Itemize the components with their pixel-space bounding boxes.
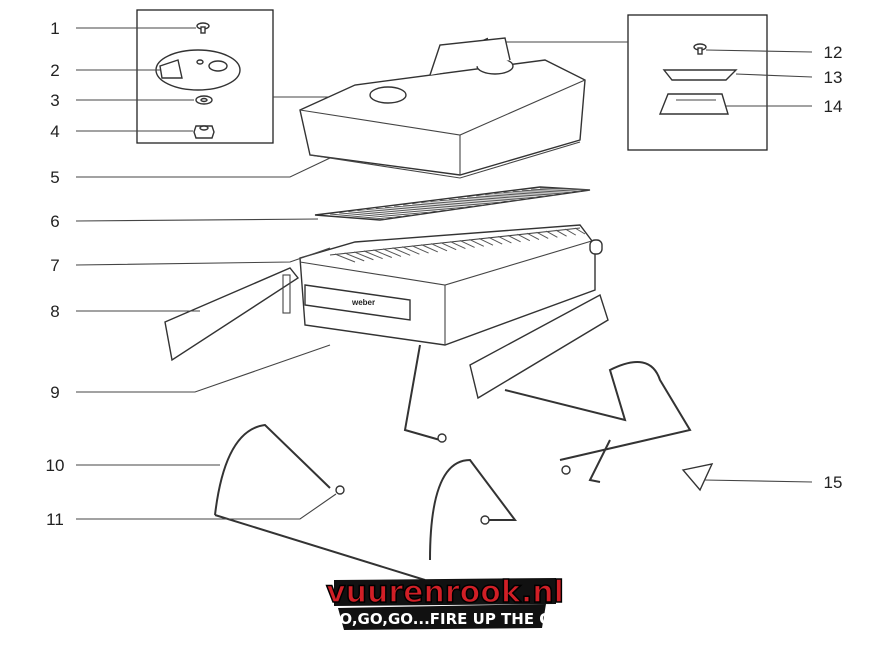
charcoal-grate-bar [363,250,383,260]
charcoal-grate-bar [497,235,512,244]
charcoal-grate-bar [545,230,558,238]
charcoal-grate-bar [555,229,567,237]
logo-tagline: GO,GO,GO...FIRE UP THE Q! [327,610,559,628]
label-2: 2 [50,61,59,80]
grate-bar [412,203,466,209]
charcoal-grate-bar [478,237,494,246]
charcoal-grate-bar [469,238,485,247]
vuurenrook-logo: vuurenrook.nl GO,GO,GO...FIRE UP THE Q! [325,574,565,630]
logo-brand-text: vuurenrook.nl [326,575,564,610]
grate-bar [539,187,591,191]
part-handle-bracket [658,93,729,115]
part-cooking-grate [314,186,591,221]
label-12: 12 [824,43,843,62]
charcoal-grate-bar [392,247,411,256]
label-7: 7 [50,256,59,275]
charcoal-grate-bar [382,248,402,257]
grate-bar [521,189,573,194]
grate-bar [530,188,582,192]
label-10: 10 [46,456,65,475]
charcoal-grate-bar [449,241,466,250]
grate-bar [329,213,386,220]
grate-bar [393,205,448,211]
part-numbers: 1 2 3 4 5 6 7 8 9 10 11 12 13 14 15 [46,19,843,529]
charcoal-grate-bar [536,231,549,239]
part-vent-damper [155,49,241,91]
detail-box-left [136,9,274,144]
detail-box-right [627,14,768,151]
part-washer [195,95,213,105]
part-clip [681,463,714,492]
grate-bar [384,206,439,212]
leader-lines [75,27,813,520]
grate-bar [366,208,421,215]
grate-bar [439,199,492,205]
charcoal-grate-bar [488,236,503,245]
label-8: 8 [50,302,59,321]
grate-bar [448,198,501,204]
grate-bar [403,204,457,210]
charcoal-grate-bar [430,243,448,252]
label-5: 5 [50,168,59,187]
charcoal-grate-bar [411,245,429,254]
label-13: 13 [824,68,843,87]
label-9: 9 [50,383,59,402]
label-11: 11 [46,510,64,529]
part-handle-screw [693,43,707,55]
grate-bar [466,196,519,201]
charcoal-grate-bar [574,227,586,235]
grate-bar [503,192,555,196]
grate-bar [476,195,528,200]
grate-bar [357,210,412,216]
grate-bar [421,202,475,207]
grate-bar [485,194,537,199]
charcoal-grate-bar [334,253,356,263]
label-14: 14 [824,97,843,116]
label-3: 3 [50,91,59,110]
charcoal-grate-bar [507,234,521,243]
charcoal-grate-bar [373,249,392,258]
label-6: 6 [50,212,59,231]
part-leg-bracket-right [469,293,609,400]
part-nut [193,125,215,139]
charcoal-grate-bar [440,242,457,251]
grate-bar [375,207,430,214]
charcoal-grate-bar [459,240,475,248]
charcoal-grate-bar [344,252,365,262]
charcoal-grate-bar [526,232,540,241]
grate-bar [494,193,546,197]
grate-bar [512,190,564,195]
charcoal-grate-bar [402,246,420,255]
grate-bar [348,211,403,217]
charcoal-grate-bar [354,251,374,261]
part-wire-legs [214,344,692,581]
charcoal-grate-bar [421,244,439,253]
label-15: 15 [824,473,843,492]
charcoal-grate-bar [565,228,577,236]
part-washers-small [335,433,571,525]
part-screw [196,22,210,34]
grate-bar [339,212,394,219]
weber-brand-mark: weber [351,298,375,307]
grate-bar [430,201,484,206]
charcoal-grate-bar [517,233,531,242]
part-handle [662,69,738,81]
part-lid [299,37,586,179]
label-1: 1 [50,19,59,38]
part-leg-bracket-left [164,267,300,362]
part-charcoal-grate [334,227,586,263]
label-4: 4 [50,122,59,141]
grate-bar [457,197,510,202]
